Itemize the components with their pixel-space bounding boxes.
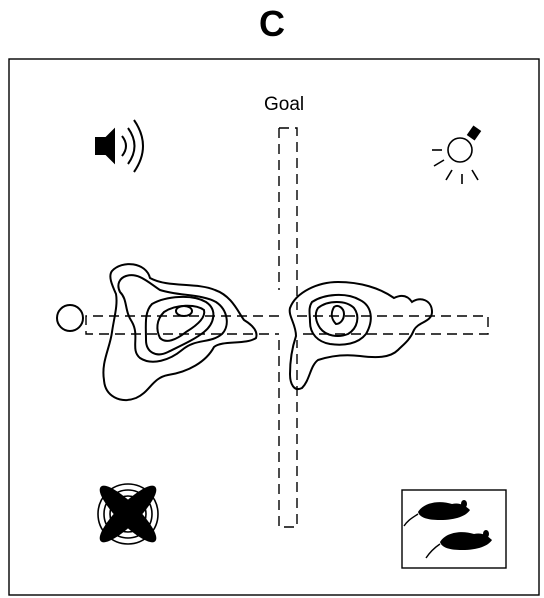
right-contour-outer [290, 282, 432, 389]
fan-icon [94, 480, 162, 548]
left-start-circle [57, 305, 83, 331]
bulb-base [468, 127, 480, 140]
bulb-glass [448, 138, 472, 162]
speaker-body [96, 130, 114, 162]
rats-frame [402, 490, 506, 568]
bulb-ray-5 [472, 170, 478, 180]
bulb-ray-2 [434, 160, 444, 166]
bulb-ray-3 [446, 170, 452, 180]
rat-upper [404, 500, 470, 526]
goal-label: Goal [264, 94, 304, 115]
speaker-wave-2 [128, 128, 135, 164]
rat-lower [426, 530, 492, 558]
rats-icon [402, 490, 506, 568]
maze-arm-south [279, 340, 297, 527]
maze-arm-east [297, 316, 488, 334]
speaker-icon [96, 120, 143, 172]
left-contour-peak [176, 306, 192, 316]
right-contour-peak [332, 306, 344, 324]
speaker-wave-1 [122, 136, 126, 156]
left-contour-plot [57, 264, 257, 400]
left-contour-outer [103, 264, 256, 400]
right-contour-plot [290, 282, 432, 389]
right-contour-ring-3 [316, 302, 358, 336]
maze-arm-north [279, 128, 297, 310]
light-bulb-icon [432, 127, 480, 184]
